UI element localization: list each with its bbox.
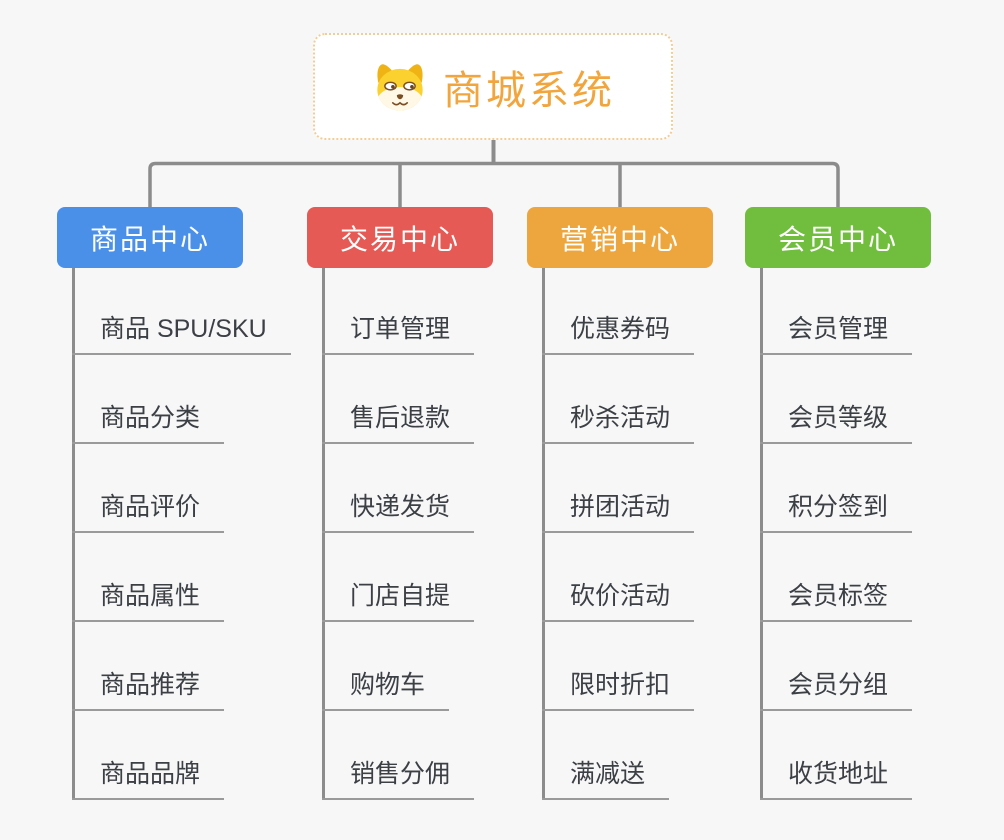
topic-item[interactable]: 秒杀活动 bbox=[542, 400, 695, 444]
topic-item[interactable]: 商品推荐 bbox=[72, 667, 225, 711]
topic-item[interactable]: 会员等级 bbox=[760, 400, 913, 444]
topic-item[interactable]: 拼团活动 bbox=[542, 489, 695, 533]
topic-item[interactable]: 商品评价 bbox=[72, 489, 225, 533]
topic-item[interactable]: 购物车 bbox=[322, 667, 450, 711]
category-node-members[interactable]: 会员中心 bbox=[745, 207, 931, 268]
topic-item[interactable]: 商品分类 bbox=[72, 400, 225, 444]
topic-item[interactable]: 订单管理 bbox=[322, 311, 475, 355]
topic-item[interactable]: 门店自提 bbox=[322, 578, 475, 622]
category-node-products[interactable]: 商品中心 bbox=[57, 207, 243, 268]
root-topic-label: 商城系统 bbox=[443, 68, 615, 113]
topic-item[interactable]: 售后退款 bbox=[322, 400, 475, 444]
trunk-line-products bbox=[72, 268, 75, 800]
trunk-line-marketing bbox=[542, 268, 545, 800]
topic-item[interactable]: 优惠券码 bbox=[542, 311, 695, 355]
root-topic[interactable]: 商城系统 bbox=[313, 33, 673, 140]
topic-item[interactable]: 积分签到 bbox=[760, 489, 913, 533]
connector-bus bbox=[148, 161, 840, 207]
topic-item[interactable]: 会员管理 bbox=[760, 311, 913, 355]
topic-item[interactable]: 商品 SPU/SKU bbox=[72, 311, 291, 355]
topic-item[interactable]: 会员分组 bbox=[760, 667, 913, 711]
topic-item[interactable]: 会员标签 bbox=[760, 578, 913, 622]
dog-face-icon bbox=[377, 63, 423, 111]
category-node-marketing[interactable]: 营销中心 bbox=[527, 207, 713, 268]
category-node-trade[interactable]: 交易中心 bbox=[307, 207, 493, 268]
topic-item[interactable]: 商品品牌 bbox=[72, 756, 225, 800]
topic-item[interactable]: 限时折扣 bbox=[542, 667, 695, 711]
topic-item[interactable]: 砍价活动 bbox=[542, 578, 695, 622]
topic-item[interactable]: 销售分佣 bbox=[322, 756, 475, 800]
topic-item[interactable]: 快递发货 bbox=[322, 489, 475, 533]
topic-item[interactable]: 商品属性 bbox=[72, 578, 225, 622]
trunk-line-members bbox=[760, 268, 763, 800]
topic-item[interactable]: 收货地址 bbox=[760, 756, 913, 800]
trunk-line-trade bbox=[322, 268, 325, 800]
topic-item[interactable]: 满减送 bbox=[542, 756, 670, 800]
